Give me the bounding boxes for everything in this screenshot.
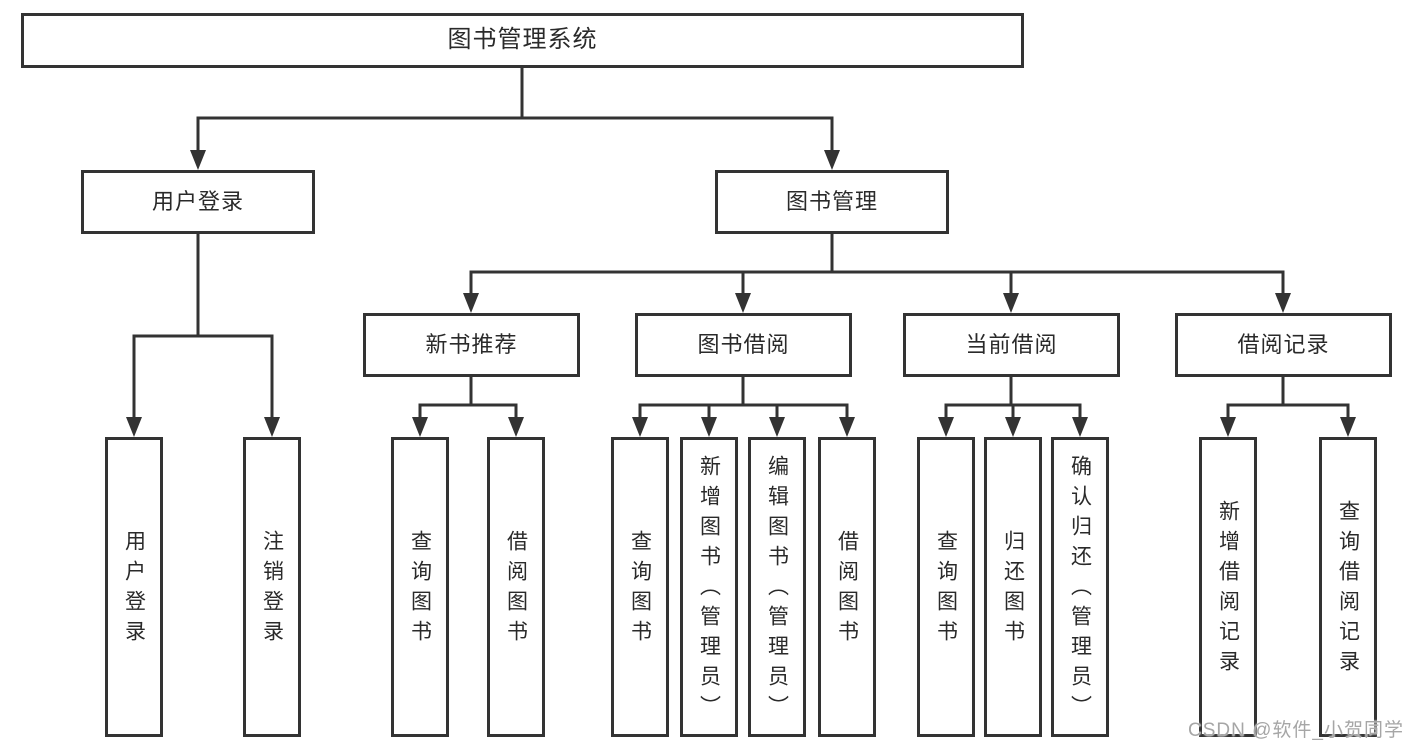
node-user-login: 用户登录 bbox=[81, 170, 315, 234]
leaf-add-books-admin: 新增图书（管理员） bbox=[680, 437, 738, 737]
leaf-query-books-3: 查询图书 bbox=[917, 437, 975, 737]
leaf-confirm-return-admin: 确认归还（管理员） bbox=[1051, 437, 1109, 737]
leaf-query-books-2: 查询图书 bbox=[611, 437, 669, 737]
leaf-user-login: 用户登录 bbox=[105, 437, 163, 737]
node-book-borrowing: 图书借阅 bbox=[635, 313, 852, 377]
leaf-logout-login: 注销登录 bbox=[243, 437, 301, 737]
leaf-query-books-1: 查询图书 bbox=[391, 437, 449, 737]
watermark: CSDN @软件_小贺同学 bbox=[1188, 720, 1404, 741]
leaf-return-books: 归还图书 bbox=[984, 437, 1042, 737]
leaf-query-borrow-record: 查询借阅记录 bbox=[1319, 437, 1377, 737]
leaf-edit-books-admin: 编辑图书（管理员） bbox=[748, 437, 806, 737]
leaf-borrow-books-2: 借阅图书 bbox=[818, 437, 876, 737]
node-library-management-system: 图书管理系统 bbox=[21, 13, 1024, 68]
node-current-borrowing: 当前借阅 bbox=[903, 313, 1120, 377]
leaf-borrow-books-1: 借阅图书 bbox=[487, 437, 545, 737]
node-book-management: 图书管理 bbox=[715, 170, 949, 234]
node-borrowing-records: 借阅记录 bbox=[1175, 313, 1392, 377]
leaf-add-borrow-record: 新增借阅记录 bbox=[1199, 437, 1257, 737]
node-new-book-recommendation: 新书推荐 bbox=[363, 313, 580, 377]
